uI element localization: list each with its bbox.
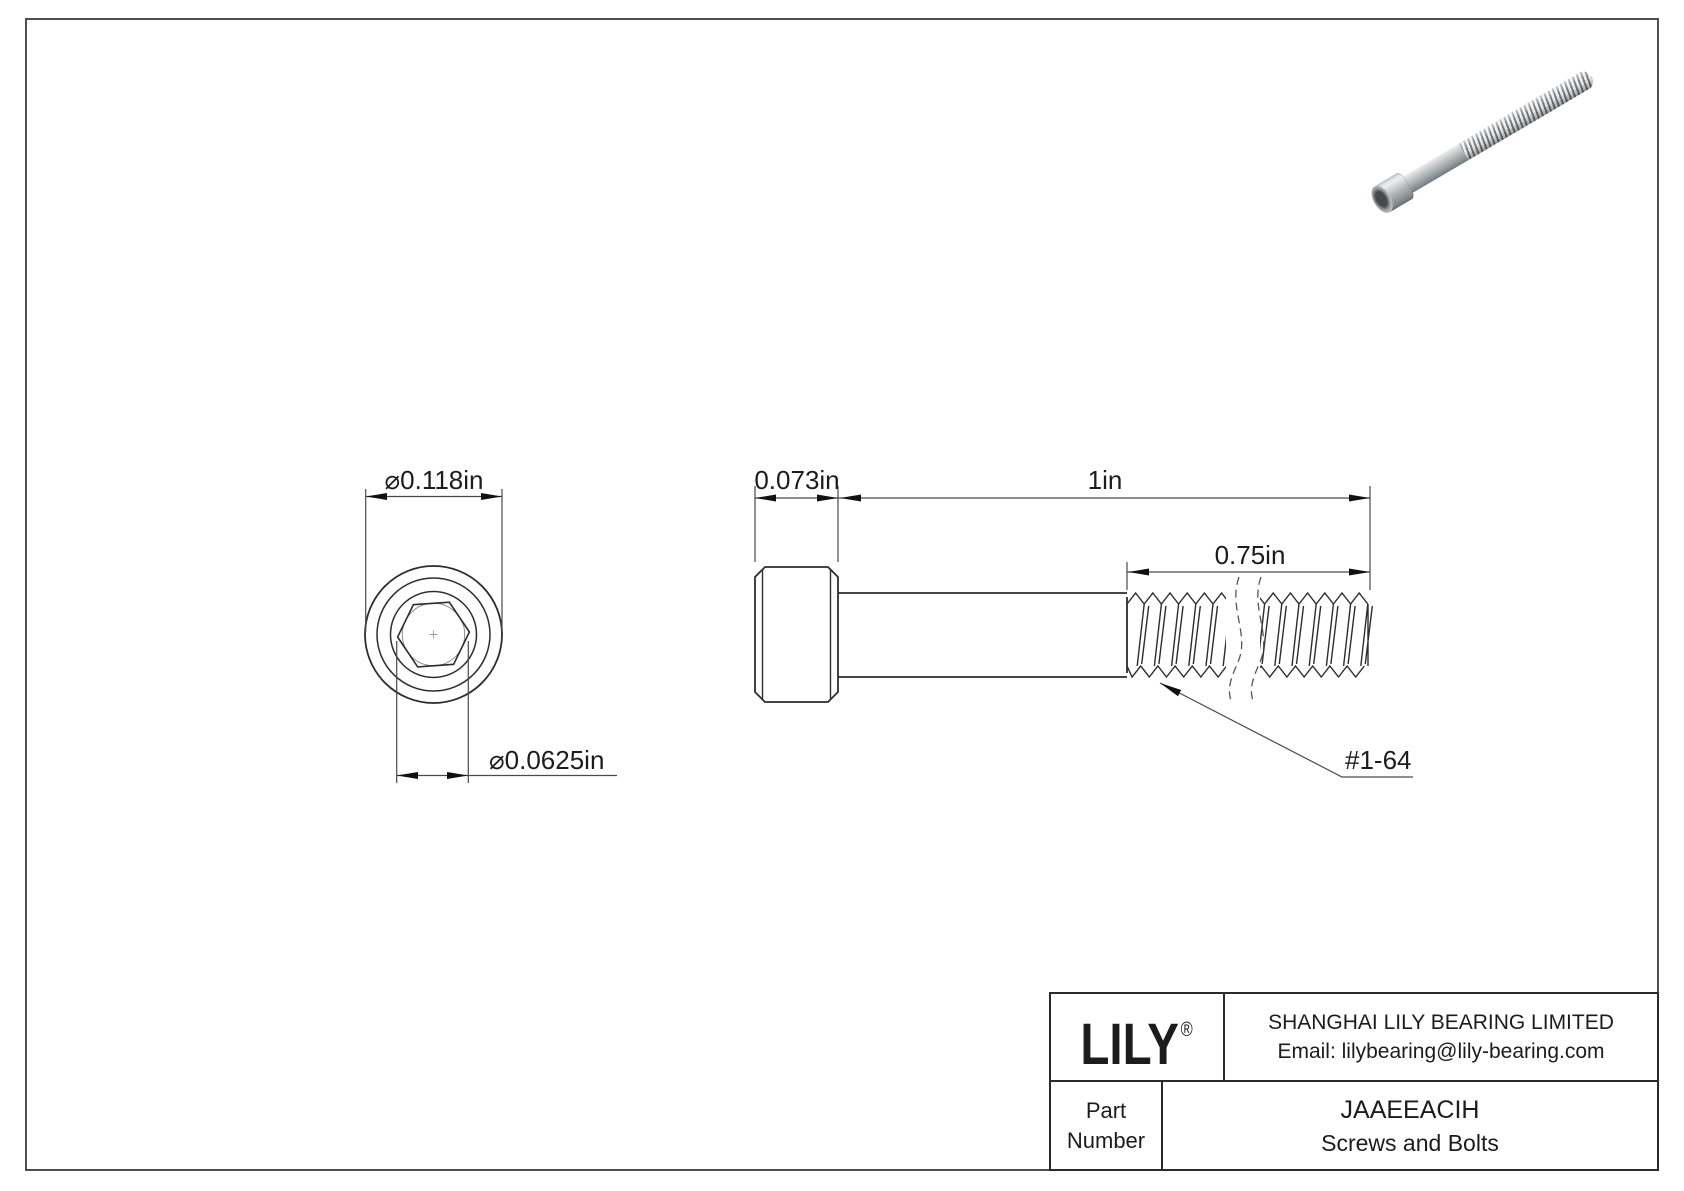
head-outer-circle bbox=[364, 565, 503, 704]
label-socket-width: ⌀0.0625in bbox=[489, 745, 604, 775]
part-number-value-cell: JAAEEACIH Screws and Bolts bbox=[1163, 1082, 1657, 1169]
center-mark-icon bbox=[429, 630, 438, 639]
company-name: SHANGHAI LILY BEARING LIMITED bbox=[1268, 1011, 1614, 1034]
part-label-line1: Part bbox=[1085, 1097, 1127, 1123]
thread-break-gap bbox=[1226, 580, 1260, 696]
socket-bore-circle bbox=[389, 590, 478, 679]
registered-mark: ® bbox=[1181, 1018, 1194, 1041]
dimension-labels: ⌀0.118in ⌀0.0625in 0.073in 1in 0.75in #1… bbox=[384, 465, 1411, 775]
label-head-diameter: ⌀0.118in bbox=[384, 465, 483, 495]
label-thread-spec: #1-64 bbox=[1345, 745, 1412, 775]
company-email: Email: lilybearing@lily-bearing.com bbox=[1277, 1040, 1605, 1063]
title-block: LILY® SHANGHAI LILY BEARING LIMITED Emai… bbox=[1049, 992, 1659, 1171]
label-head-height: 0.073in bbox=[754, 465, 839, 495]
screw-shank-lines bbox=[838, 592, 1128, 678]
brand-text: LILY bbox=[1080, 1011, 1180, 1077]
company-cell: SHANGHAI LILY BEARING LIMITED Email: lil… bbox=[1225, 994, 1657, 1082]
ext-lines-head-diameter bbox=[365, 489, 503, 632]
part-label-line2: Number bbox=[1066, 1127, 1146, 1153]
drawing-border bbox=[25, 18, 1659, 1171]
brand-logo: LILY® bbox=[1081, 1001, 1193, 1074]
ext-lines-socket bbox=[396, 641, 469, 783]
leader-thread-spec bbox=[1159, 682, 1413, 778]
side-view bbox=[754, 566, 1373, 703]
label-total-length: 1in bbox=[1088, 465, 1123, 495]
label-thread-length: 0.75in bbox=[1215, 540, 1286, 570]
screw-head-silhouette-lines bbox=[761, 569, 832, 700]
hex-socket bbox=[396, 601, 471, 668]
part-category: Screws and Bolts bbox=[1321, 1129, 1499, 1156]
brand-logo-cell: LILY® bbox=[1051, 994, 1225, 1082]
screw-head-outline bbox=[754, 566, 839, 703]
front-view bbox=[364, 565, 503, 704]
ext-lines-side bbox=[754, 486, 1371, 590]
dimension-arrows bbox=[365, 493, 1370, 779]
dimensions bbox=[365, 486, 1413, 783]
head-chamfer-circle bbox=[376, 577, 491, 692]
part-number-label-cell: Part Number bbox=[1051, 1082, 1163, 1169]
part-number-value: JAAEEACIH bbox=[1340, 1095, 1480, 1124]
